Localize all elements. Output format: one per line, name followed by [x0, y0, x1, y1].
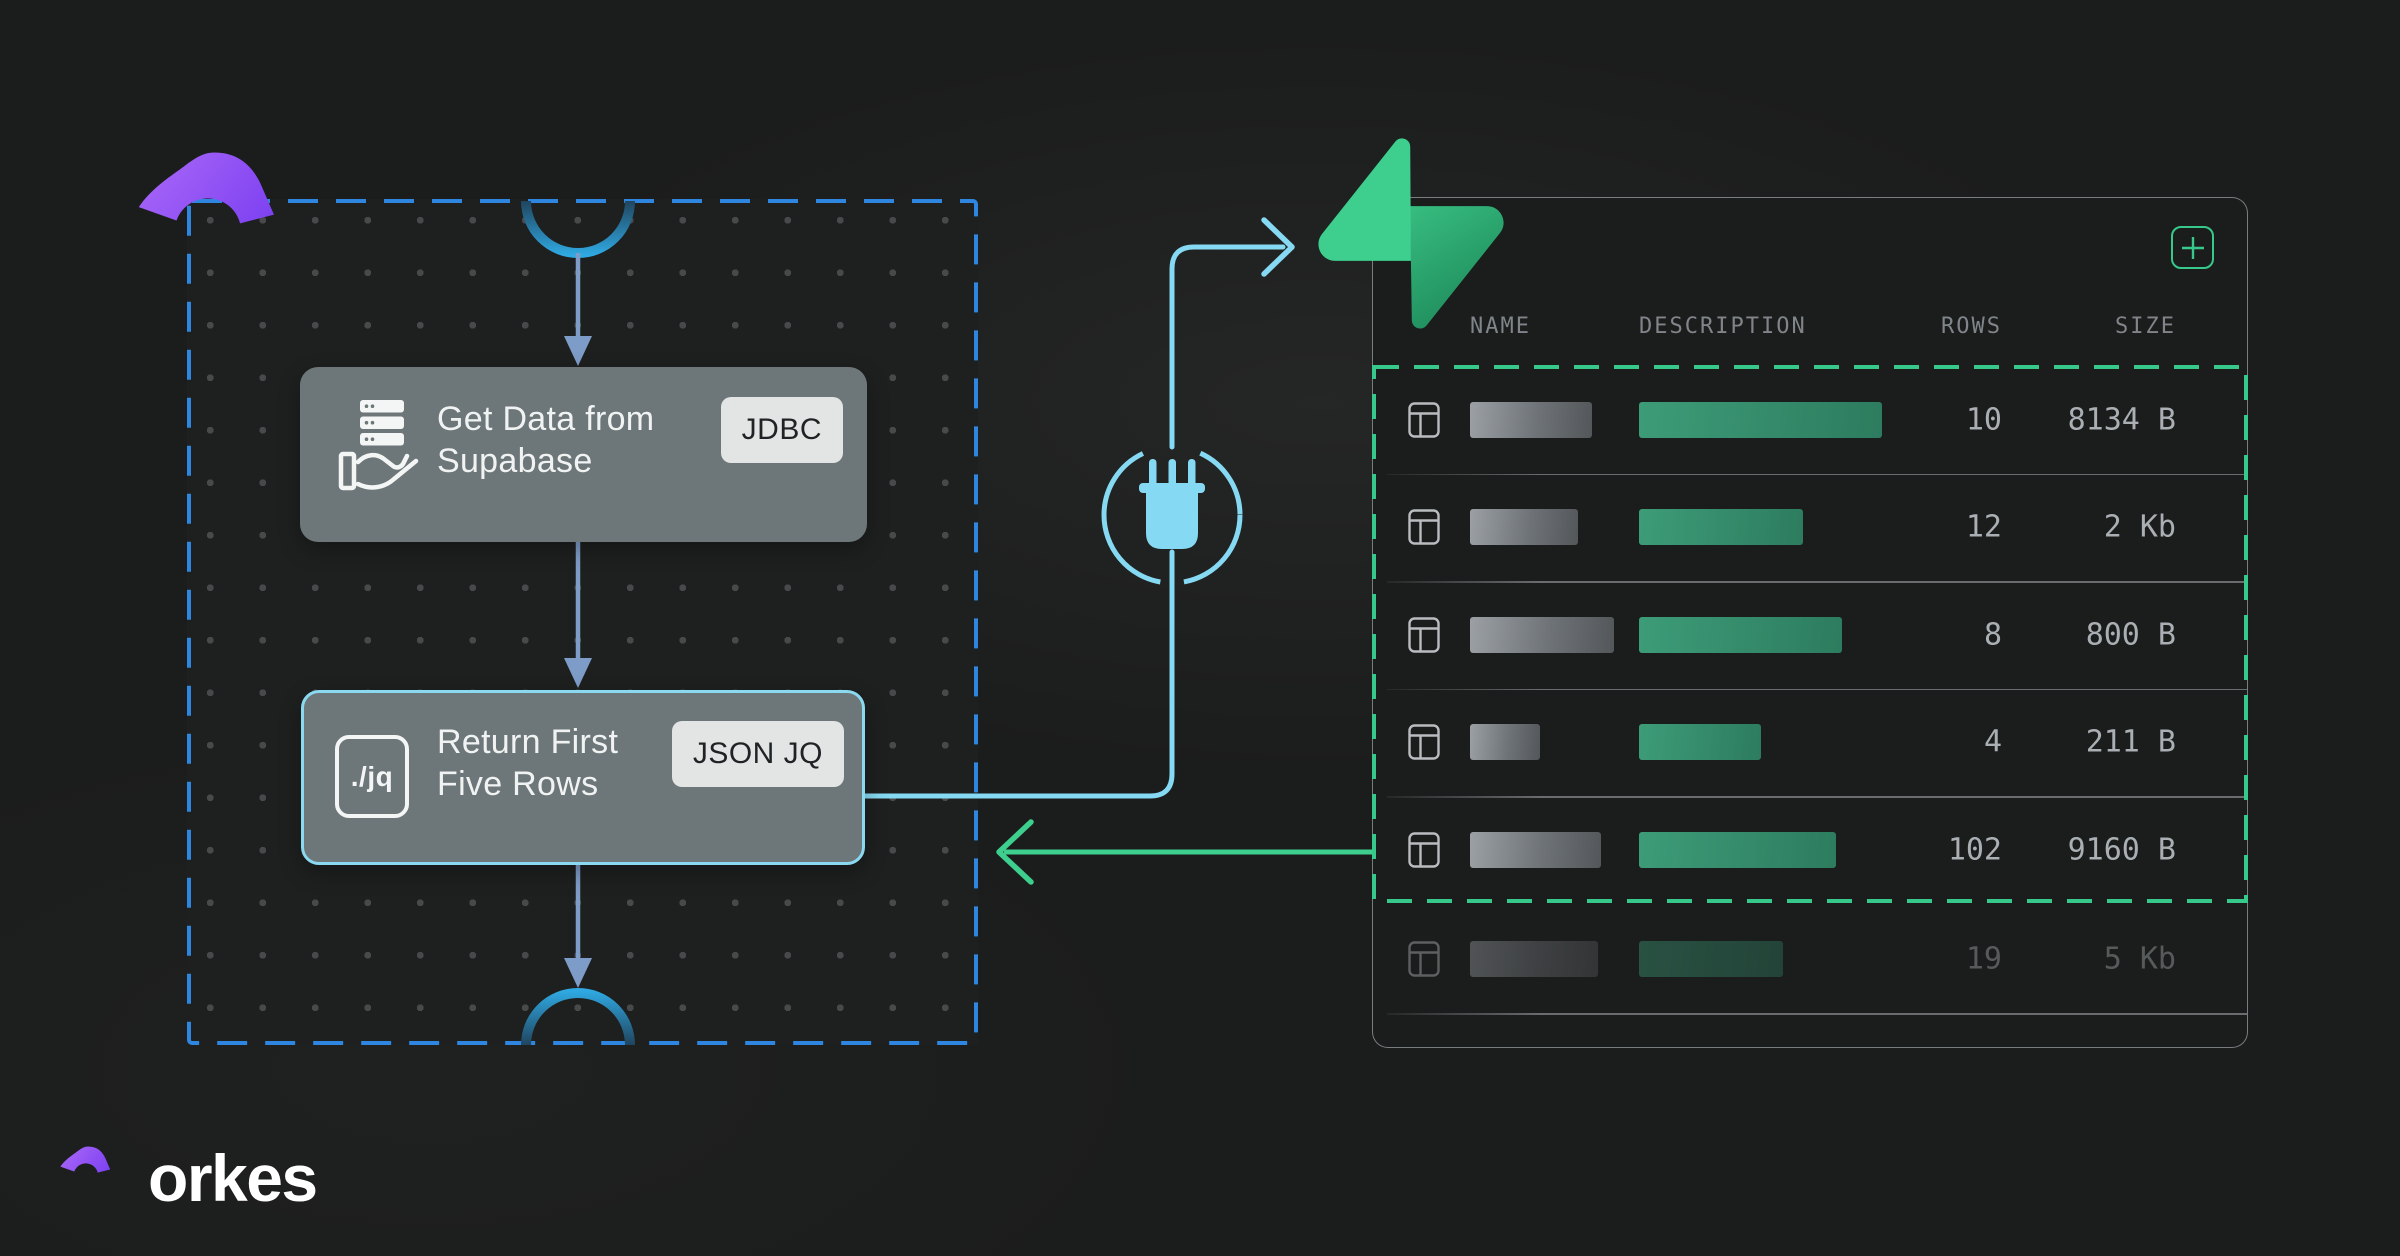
row-separator [1387, 796, 2247, 798]
size-value: 800 B [2085, 617, 2176, 653]
column-header-name: NAME [1470, 314, 1531, 339]
size-value: 8134 B [2067, 402, 2176, 438]
node-type-badge: JDBC [720, 397, 843, 463]
name-placeholder-bar [1470, 509, 1578, 546]
description-placeholder-bar [1639, 616, 1842, 653]
table-grid-icon [1408, 832, 1440, 868]
size-value: 211 B [2085, 724, 2176, 760]
table-grid-icon [1408, 509, 1440, 545]
table-row[interactable]: 19 5 Kb [1373, 904, 2247, 1013]
node-type-badge: JSON JQ [671, 721, 844, 787]
size-value: 5 Kb [2103, 941, 2176, 976]
rows-value: 10 [1965, 402, 2002, 438]
row-separator [1387, 581, 2247, 583]
table-header-row: NAME DESCRIPTION ROWS SIZE [1373, 314, 2247, 344]
connector-line-upper [1169, 244, 1286, 450]
description-placeholder-bar [1639, 831, 1836, 868]
row-separator [1387, 473, 2247, 475]
name-placeholder-bar [1470, 616, 1614, 653]
column-header-description: DESCRIPTION [1639, 314, 1807, 339]
table-row[interactable]: 102 9160 B [1373, 796, 2247, 904]
workflow-node-return-rows[interactable]: ./jq Return First Five Rows JSON JQ [301, 690, 865, 865]
name-placeholder-bar [1470, 724, 1540, 761]
table-row[interactable]: 12 2 Kb [1373, 474, 2247, 582]
jq-icon: ./jq [335, 735, 409, 818]
name-placeholder-bar [1470, 831, 1601, 868]
rows-value: 19 [1965, 941, 2002, 976]
column-header-size: SIZE [2115, 314, 2176, 339]
row-separator [1387, 688, 2247, 690]
table-grid-icon [1408, 724, 1440, 760]
orkes-mark-icon [52, 1146, 122, 1217]
arrowhead-to-supabase [1261, 217, 1295, 277]
table-grid-icon [1408, 940, 1440, 977]
description-placeholder-bar [1639, 940, 1783, 977]
name-placeholder-bar [1470, 940, 1598, 977]
supabase-logo [1318, 138, 1504, 329]
rows-value: 12 [1965, 509, 2002, 545]
name-placeholder-bar [1470, 401, 1592, 438]
table-row[interactable]: 4 211 B [1373, 689, 2247, 797]
return-arrow [996, 819, 1372, 885]
plug-icon [1101, 444, 1243, 586]
node-title: Return First Five Rows [437, 723, 619, 803]
description-placeholder-bar [1639, 509, 1803, 546]
description-placeholder-bar [1639, 724, 1761, 761]
orkes-mark-icon [112, 152, 310, 333]
row-separator [1387, 1013, 2247, 1015]
table-grid-icon [1408, 402, 1440, 438]
rows-value: 4 [1983, 724, 2002, 760]
workflow-node-get-data[interactable]: Get Data from Supabase JDBC [300, 367, 867, 542]
plus-icon [2181, 236, 2204, 259]
database-serve-icon [338, 400, 419, 491]
node-title: Get Data from Supabase [437, 400, 655, 480]
rows-value: 102 [1947, 832, 2002, 868]
size-value: 2 Kb [2103, 509, 2176, 545]
table-row[interactable]: 10 8134 B [1373, 366, 2247, 474]
table-grid-icon [1408, 617, 1440, 653]
orkes-logo: orkes [52, 1134, 318, 1222]
table-row[interactable]: 8 800 B [1373, 581, 2247, 689]
orkes-wordmark: orkes [148, 1141, 318, 1215]
column-header-rows: ROWS [1941, 314, 2002, 339]
size-value: 9160 B [2067, 832, 2176, 868]
add-table-button[interactable] [2171, 226, 2214, 269]
rows-value: 8 [1983, 617, 2002, 653]
